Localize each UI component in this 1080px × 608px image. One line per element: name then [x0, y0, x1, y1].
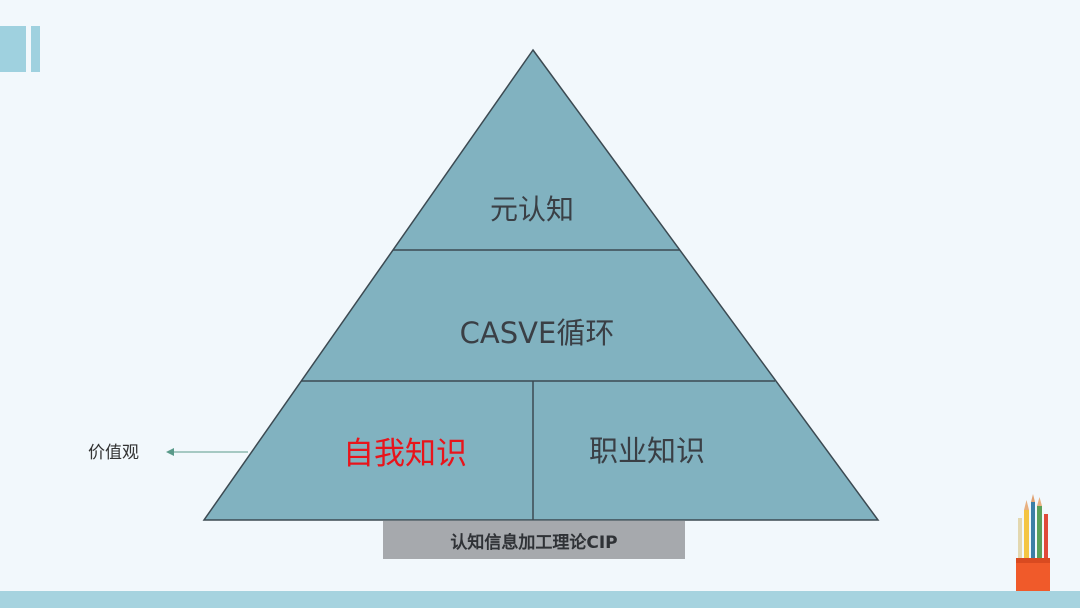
pencil-cup-icon	[1016, 494, 1050, 592]
base-caption-bar: 认知信息加工理论CIP	[383, 521, 685, 559]
annotation-arrow-head	[166, 448, 174, 456]
corner-accent-bar-narrow	[31, 26, 40, 72]
bottom-decor-band	[0, 591, 1080, 608]
pyramid-bottom-left-label: 自我知识	[343, 436, 467, 472]
base-caption-text: 认知信息加工理论CIP	[450, 532, 618, 553]
pyramid-middle-label: CASVE循环	[459, 316, 615, 350]
side-annotation-label: 价值观	[88, 443, 139, 463]
pyramid-shape	[202, 48, 880, 521]
pyramid-top-label: 元认知	[489, 193, 574, 226]
pyramid-bottom-right-label: 职业知识	[588, 434, 705, 468]
corner-accent-bar-wide	[0, 26, 26, 72]
